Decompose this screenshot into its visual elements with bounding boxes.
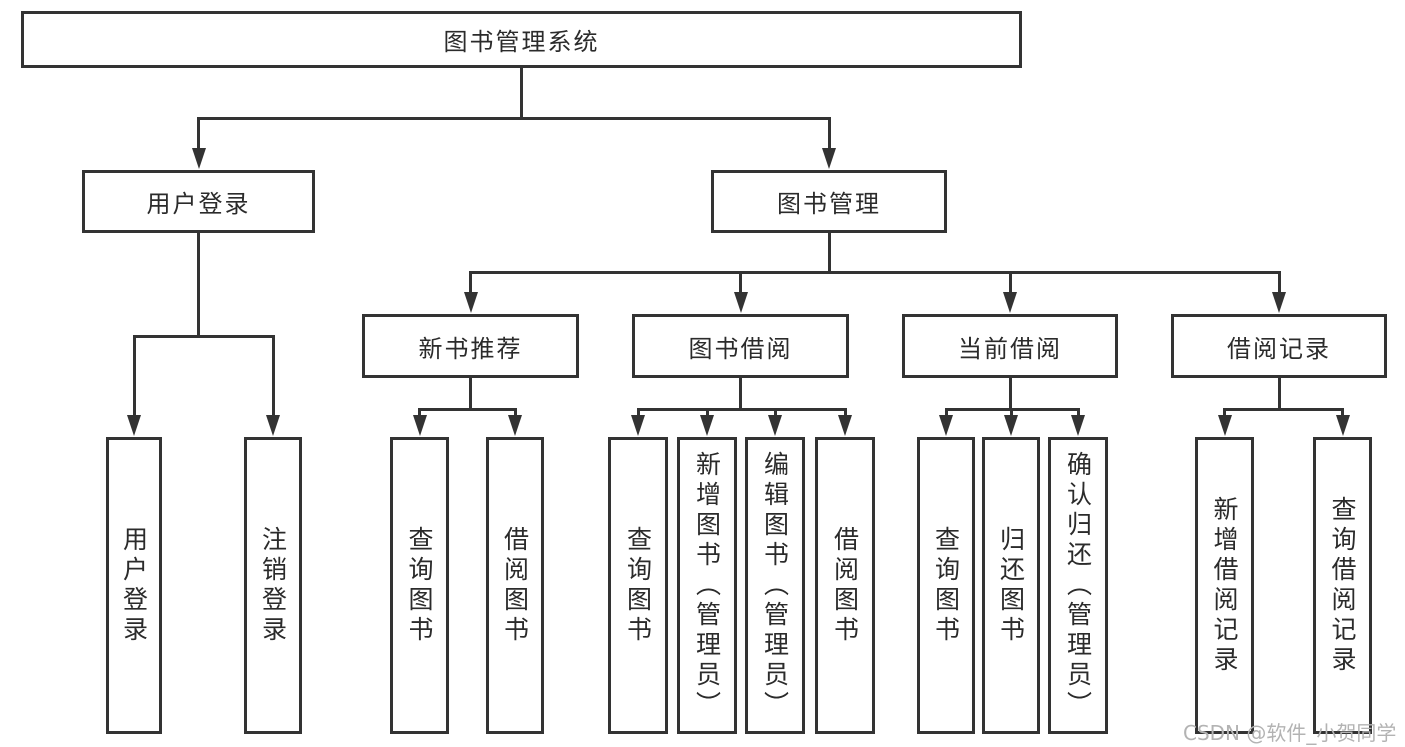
- node-label: 确认归还（管理员）: [1063, 450, 1093, 721]
- arrowhead-down: [191, 148, 206, 169]
- arrowhead-down: [463, 292, 478, 313]
- connector-branch: [1223, 407, 1344, 411]
- arrowhead-down: [939, 415, 953, 436]
- connector-arrow-stem: [469, 272, 472, 299]
- connector-arrow-stem: [271, 336, 275, 422]
- node-label: 查询图书: [931, 525, 961, 646]
- node-leaf-add-record: 新增借阅记录: [1195, 437, 1254, 734]
- connector-branch: [132, 334, 275, 338]
- node-label: 新书推荐: [418, 334, 523, 363]
- node-leaf-confirm-return: 确认归还（管理员）: [1048, 437, 1108, 734]
- node-leaf-query-book-1: 查询图书: [390, 437, 449, 734]
- node-leaf-borrow-book-1: 借阅图书: [486, 437, 544, 734]
- node-label: 用户登录: [146, 190, 251, 218]
- connector-arrow-stem: [1008, 272, 1012, 299]
- connector-stem: [1008, 378, 1012, 411]
- node-label: 编辑图书（管理员）: [760, 450, 790, 721]
- connector-branch: [469, 270, 1281, 274]
- node-label: 查询借阅记录: [1328, 495, 1357, 676]
- node-label: 借阅图书: [830, 525, 860, 646]
- node-label: 注销登录: [258, 525, 288, 646]
- node-leaf-query-book-2: 查询图书: [608, 437, 668, 734]
- node-leaf-logout: 注销登录: [244, 437, 302, 734]
- node-leaf-add-book: 新增图书（管理员）: [677, 437, 737, 734]
- node-leaf-return-book: 归还图书: [982, 437, 1040, 734]
- arrowhead-down: [822, 148, 836, 169]
- node-label: 归还图书: [996, 525, 1026, 646]
- node-label: 查询图书: [623, 525, 653, 646]
- arrowhead-down: [1217, 415, 1232, 436]
- node-label: 当前借阅: [958, 334, 1062, 363]
- node-label: 图书借阅: [688, 334, 793, 363]
- node-label: 新增借阅记录: [1210, 495, 1239, 676]
- node-leaf-query-book-3: 查询图书: [917, 437, 975, 734]
- node-leaf-borrow-book-2: 借阅图书: [815, 437, 875, 734]
- arrowhead-down: [733, 292, 748, 313]
- connector-stem: [197, 233, 200, 338]
- node-root: 图书管理系统: [21, 11, 1022, 68]
- connector-stem: [469, 378, 472, 411]
- arrowhead-down: [1004, 415, 1018, 436]
- arrowhead-down: [768, 415, 782, 436]
- node-label: 查询图书: [405, 525, 434, 646]
- connector-arrow-stem: [197, 118, 200, 155]
- connector-stem: [520, 68, 523, 120]
- connector-arrow-stem: [739, 272, 742, 299]
- connector-arrow-stem: [827, 118, 831, 155]
- arrowhead-down: [1272, 292, 1286, 313]
- connector-branch: [418, 407, 517, 411]
- node-book-borrow: 图书借阅: [632, 314, 849, 378]
- node-leaf-edit-book: 编辑图书（管理员）: [745, 437, 805, 734]
- arrowhead-down: [127, 415, 141, 436]
- node-label: 借阅图书: [500, 525, 530, 646]
- node-label: 新增图书（管理员）: [692, 450, 722, 721]
- watermark: CSDN @软件_小贺同学: [1183, 721, 1397, 745]
- arrowhead-down: [631, 415, 645, 436]
- node-label: 图书管理系统: [443, 28, 600, 56]
- node-current-borrow: 当前借阅: [902, 314, 1118, 378]
- node-book-mgmt: 图书管理: [711, 170, 947, 233]
- arrowhead-down: [700, 415, 714, 436]
- node-borrow-records: 借阅记录: [1171, 314, 1387, 378]
- node-leaf-query-record: 查询借阅记录: [1313, 437, 1372, 734]
- arrowhead-down: [1003, 292, 1017, 313]
- arrowhead-down: [508, 415, 522, 436]
- node-new-book-rec: 新书推荐: [362, 314, 579, 378]
- arrowhead-down: [266, 415, 280, 436]
- connector-branch: [197, 116, 831, 120]
- connector-arrow-stem: [132, 336, 136, 422]
- node-leaf-user-login: 用户登录: [106, 437, 162, 734]
- node-label: 借阅记录: [1227, 334, 1331, 363]
- connector-arrow-stem: [1277, 272, 1281, 299]
- connector-branch: [636, 407, 847, 411]
- arrowhead-down: [838, 415, 852, 436]
- connector-stem: [739, 378, 742, 411]
- arrowhead-down: [1335, 415, 1350, 436]
- connector-stem: [827, 233, 831, 274]
- node-label: 用户登录: [119, 525, 149, 646]
- arrowhead-down: [412, 415, 427, 436]
- node-user-login: 用户登录: [82, 170, 315, 233]
- node-label: 图书管理: [777, 190, 881, 218]
- connector-stem: [1277, 378, 1281, 411]
- arrowhead-down: [1071, 415, 1085, 436]
